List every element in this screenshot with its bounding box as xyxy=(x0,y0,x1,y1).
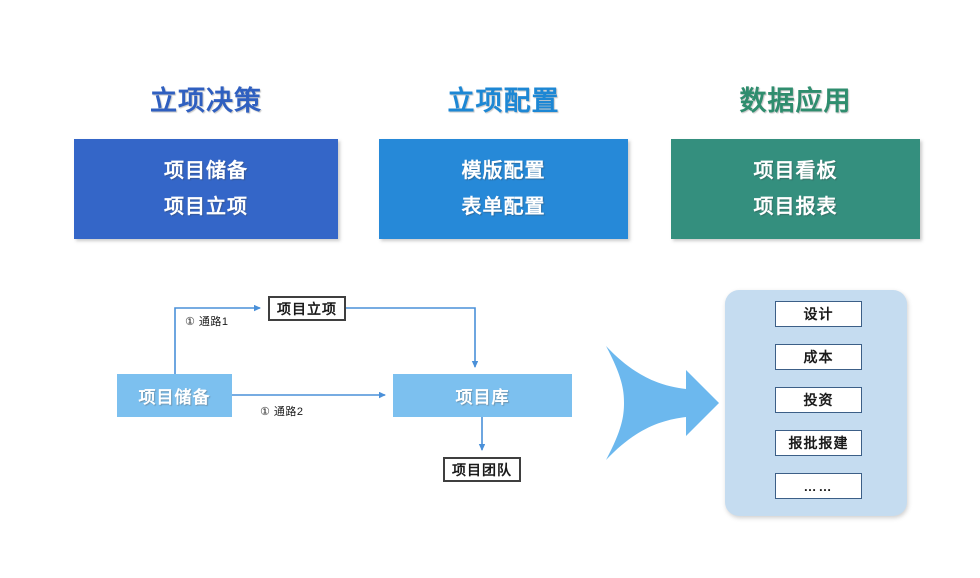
block-item-label: 项目看板 xyxy=(753,160,838,182)
block-item-label: 项目报表 xyxy=(753,196,838,218)
block-item-label: 项目储备 xyxy=(164,160,248,182)
column-block-data-application: 项目看板 项目报表 xyxy=(671,139,920,239)
data-application-item-list: 设计 成本 投资 报批报建 …… xyxy=(775,301,862,499)
column-block-configuration: 模版配置 表单配置 xyxy=(379,139,628,239)
column-title-configuration: 立项配置 xyxy=(447,86,560,116)
panel-item-approval-construction[interactable]: 报批报建 xyxy=(775,430,862,456)
column-title-decision: 立项决策 xyxy=(150,86,262,116)
flow-node-project-approval[interactable]: 项目立项 xyxy=(268,296,346,321)
panel-item-investment[interactable]: 投资 xyxy=(775,387,862,413)
column-title-data-application: 数据应用 xyxy=(739,86,852,116)
flow-node-project-team[interactable]: 项目团队 xyxy=(443,457,521,482)
big-right-chevron-arrow-icon xyxy=(606,346,719,460)
connector-reserve-to-approval xyxy=(174,304,261,374)
block-item-label: 模版配置 xyxy=(461,160,546,182)
column-block-decision: 项目储备 项目立项 xyxy=(74,139,338,239)
connector-label-path-1: ① 通路1 xyxy=(185,316,229,328)
block-item-label: 项目立项 xyxy=(164,196,248,218)
panel-item-more[interactable]: …… xyxy=(775,473,862,499)
panel-item-cost[interactable]: 成本 xyxy=(775,344,862,370)
flow-node-project-library[interactable]: 项目库 xyxy=(393,374,572,417)
block-item-label: 表单配置 xyxy=(461,196,546,218)
connector-label-path-2: ① 通路2 xyxy=(260,406,304,418)
flow-connectors xyxy=(174,304,486,451)
connector-approval-to-library xyxy=(346,307,479,368)
panel-item-design[interactable]: 设计 xyxy=(775,301,862,327)
flow-node-project-reserve[interactable]: 项目储备 xyxy=(117,374,232,417)
